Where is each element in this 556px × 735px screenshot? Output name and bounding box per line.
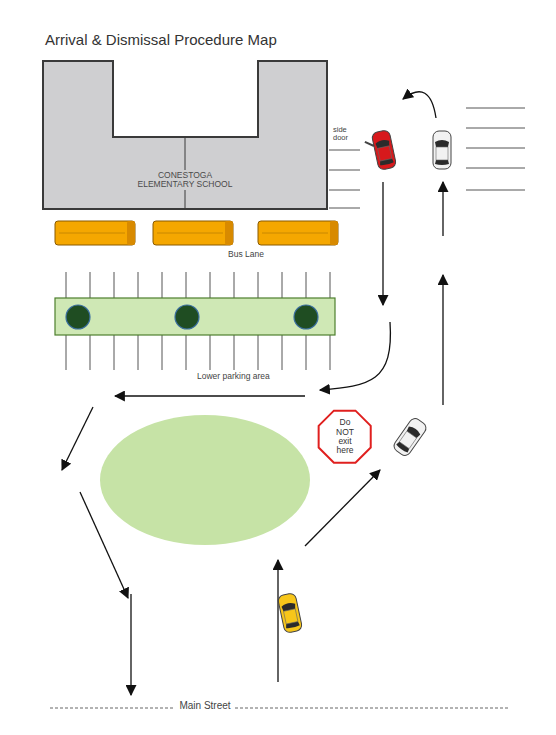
green-field	[100, 415, 310, 545]
door-label: side door	[333, 126, 355, 142]
area-label: Lower parking area	[197, 372, 270, 381]
street-label: Main Street	[175, 701, 234, 712]
school-building: CONESTOGA ELEMENTARY SCHOOL	[42, 60, 328, 210]
shrubs	[66, 305, 318, 329]
parking-stripes	[329, 108, 525, 208]
warning-sign: Do NOT exit here	[315, 407, 374, 466]
main-street-line	[50, 708, 510, 709]
sign-text: Do NOT exit here	[332, 418, 358, 455]
map-title: Arrival & Dismissal Procedure Map	[45, 31, 277, 48]
school-buses	[55, 221, 338, 245]
building-name: CONESTOGA ELEMENTARY SCHOOL	[128, 170, 242, 191]
area-label: Bus Lane	[228, 250, 264, 259]
green-island	[55, 298, 335, 335]
